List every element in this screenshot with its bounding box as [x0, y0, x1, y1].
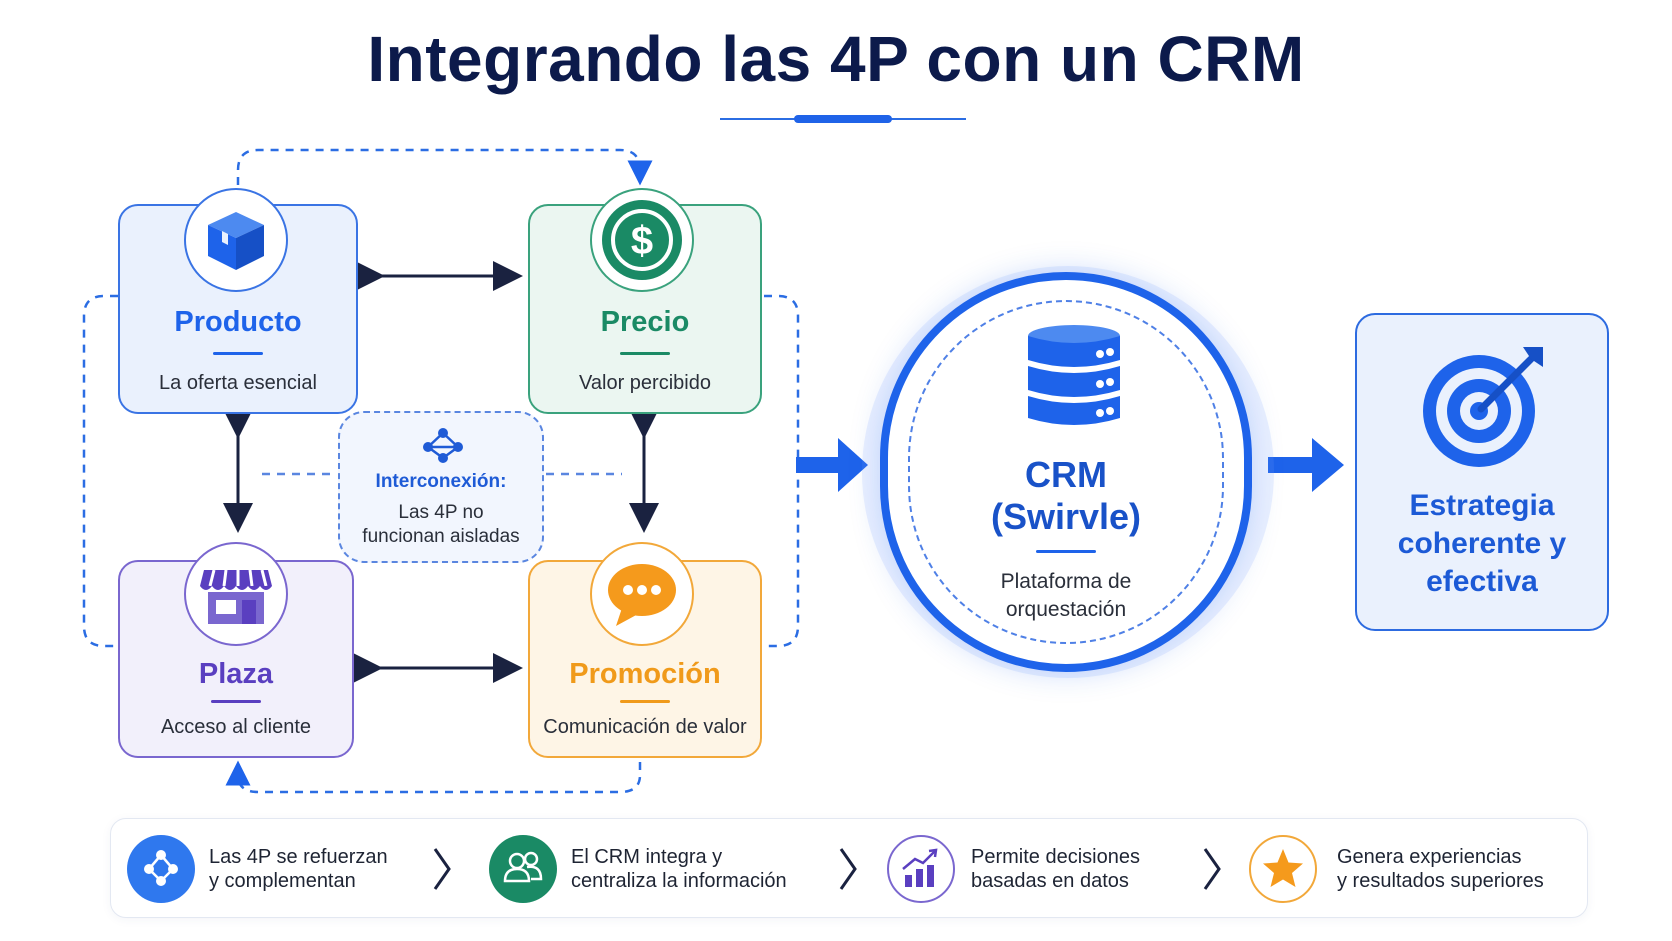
step-2-line2: centraliza la información — [571, 870, 787, 892]
step-2-icon-circle — [489, 835, 557, 903]
step-1-line2: y complementan — [209, 870, 356, 892]
card-producto-subtitle: La oferta esencial — [159, 372, 317, 394]
interconnect-title: Interconexión: — [375, 471, 507, 492]
network-icon — [144, 850, 178, 886]
chevron-right-icon — [433, 848, 451, 890]
card-plaza-subtitle: Acceso al cliente — [160, 716, 312, 738]
network-icon — [423, 428, 463, 463]
box-icon-badge — [184, 188, 288, 292]
card-producto: Producto La oferta esencial — [118, 204, 358, 414]
card-plaza-rule — [211, 700, 261, 703]
strategy-text: Estrategia coherente y efectiva — [1357, 487, 1607, 601]
svg-text:$: $ — [631, 219, 653, 263]
step-1-icon-circle — [127, 835, 195, 903]
crm-rule — [1036, 550, 1096, 553]
page-title: Integrando las 4P con un CRM — [367, 23, 1305, 95]
crm-name: CRM (Swirvle) — [888, 454, 1244, 538]
step-2-line1: El CRM integra y — [571, 846, 723, 868]
interconnect-line2: funcionan aisladas — [362, 526, 520, 547]
interconnect-box: Interconexión: Las 4P no funcionan aisla… — [338, 411, 544, 563]
target-arrow-icon — [1423, 347, 1543, 467]
dashed-link-right — [764, 294, 800, 648]
crm-sub-line2: orquestación — [1005, 598, 1127, 621]
step-4-line1: Genera experiencias — [1337, 846, 1522, 868]
crm-name-line2: (Swirvle) — [990, 496, 1142, 537]
chevron-right-icon — [839, 848, 857, 890]
dashed-link-top — [236, 148, 653, 200]
dollar-coin-icon: $ — [602, 200, 682, 280]
step-1-line1: Las 4P se refuerzan — [209, 846, 388, 868]
card-precio-rule — [620, 352, 670, 355]
step-4-icon-circle — [1249, 835, 1317, 903]
crm-inner-dashed — [908, 300, 1224, 644]
strategy-line2: coherente y — [1397, 527, 1567, 560]
card-producto-name: Producto — [174, 306, 302, 338]
step-4-line2: y resultados superiores — [1337, 870, 1544, 892]
card-plaza-name: Plaza — [198, 658, 274, 690]
strategy-box: Estrategia coherente y efectiva — [1355, 313, 1609, 631]
bar-chart-icon — [902, 848, 938, 887]
crm-circle: CRM (Swirvle) Plataforma de orquestación — [880, 272, 1252, 672]
strategy-line1: Estrategia — [1409, 489, 1555, 522]
card-precio-name: Precio — [600, 306, 690, 338]
card-producto-rule — [213, 352, 263, 355]
crm-subtitle: Plataforma de orquestación — [888, 568, 1244, 624]
step-2-text: El CRM integra y centraliza la informaci… — [571, 845, 787, 893]
dollar-coin-icon-badge: $ — [590, 188, 694, 292]
step-4-text: Genera experiencias y resultados superio… — [1337, 845, 1544, 893]
card-promocion-name: Promoción — [569, 658, 721, 690]
title-underline-accent — [794, 115, 892, 123]
chat-bubble-icon — [608, 564, 676, 626]
step-3-line2: basadas en datos — [971, 870, 1129, 892]
interconnect-line1: Las 4P no — [398, 502, 484, 523]
step-3-icon-circle — [887, 835, 955, 903]
step-3-line1: Permite decisiones — [971, 846, 1140, 868]
box-icon — [208, 212, 264, 270]
chat-bubble-icon-badge — [590, 542, 694, 646]
card-precio-subtitle: Valor percibido — [579, 372, 711, 394]
summary-bar: Las 4P se refuerzan y complementan El CR… — [110, 818, 1588, 918]
crm-sub-line1: Plataforma de — [1000, 570, 1132, 593]
crm-name-line1: CRM — [1025, 454, 1107, 495]
storefront-icon-badge — [184, 542, 288, 646]
dashed-link-left — [82, 294, 118, 648]
chevron-right-icon — [1203, 848, 1221, 890]
star-icon — [1263, 849, 1303, 887]
arrow-to-strategy — [1268, 438, 1344, 492]
step-3-text: Permite decisiones basadas en datos — [971, 845, 1140, 893]
step-1-text: Las 4P se refuerzan y complementan — [209, 845, 388, 893]
strategy-line3: efectiva — [1426, 565, 1538, 598]
dashed-link-bottom — [225, 760, 642, 794]
card-promocion-rule — [620, 700, 670, 703]
storefront-icon — [200, 569, 272, 624]
card-promocion-subtitle: Comunicación de valor — [543, 716, 747, 738]
users-icon — [503, 851, 543, 883]
interconnect-text: Las 4P no funcionan aisladas — [340, 501, 542, 549]
database-server-icon — [1028, 325, 1120, 425]
arrow-to-crm — [796, 438, 868, 492]
